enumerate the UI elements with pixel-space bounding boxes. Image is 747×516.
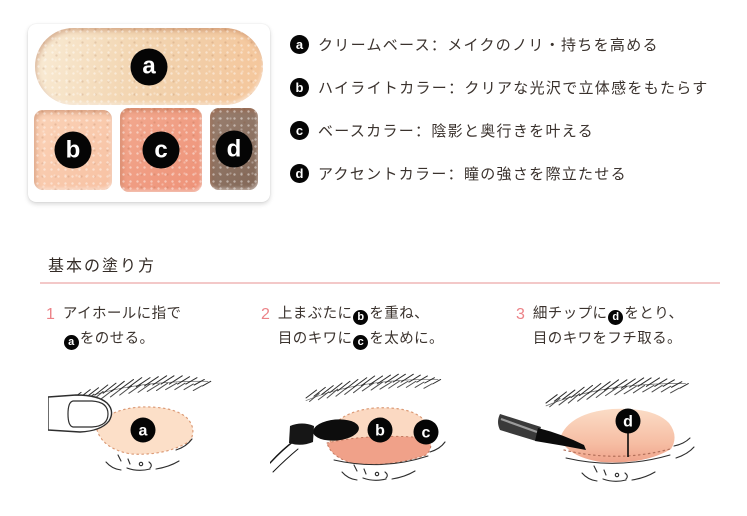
step-1-line1: アイホールに指で — [62, 306, 182, 322]
pan-b-highlight: b — [34, 110, 112, 190]
pan-a-cream-base: a — [35, 28, 263, 105]
svg-text:a: a — [139, 423, 148, 440]
step3-illustration: d — [498, 377, 695, 482]
pan-a-badge: a — [130, 48, 168, 85]
step-1-line2: をのせる。 — [79, 331, 155, 347]
step-2-line2a: 目のキワに — [277, 331, 353, 347]
legend-text-a: クリームベース：メイクのノリ・持ちを高める — [318, 36, 659, 54]
pan-c-base-color: c — [120, 108, 202, 192]
legend-row-c: c ベースカラー：陰影と奥行きを叶える — [290, 120, 594, 140]
eyeshadow-palette: a b c d — [28, 24, 270, 202]
fig1-badge-a: a — [130, 417, 156, 443]
fig2-badge-c: c — [413, 419, 439, 445]
step1-illustration: a — [48, 375, 212, 471]
step-3-line1b: をとり、 — [624, 306, 684, 322]
legend-row-b: b ハイライトカラー：クリアな光沢で立体感をもたらす — [290, 77, 709, 97]
thin-tip-icon — [498, 414, 586, 450]
legend-badge-d: d — [290, 163, 309, 183]
pan-d-badge: d — [215, 130, 253, 168]
legend-text-c: ベースカラー：陰影と奥行きを叶える — [318, 122, 594, 140]
svg-text:b: b — [375, 423, 385, 440]
step-2-line1a: 上まぶたに — [277, 306, 353, 322]
pan-d-accent: d — [210, 108, 258, 190]
legend-badge-c: c — [290, 120, 309, 140]
legend-row-d: d アクセントカラー：瞳の強さを際立たせる — [290, 163, 627, 183]
pink-divider — [40, 282, 720, 284]
legend-badge-a: a — [290, 34, 309, 54]
sponge-tip-icon — [270, 419, 359, 473]
step-3-line1a: 細チップに — [532, 306, 608, 322]
howto-heading: 基本の塗り方 — [48, 258, 157, 275]
legend-badge-b: b — [290, 77, 309, 97]
fig3-badge-d: d — [615, 408, 641, 457]
step-3-number: 3 — [516, 306, 525, 323]
step-2-number: 2 — [261, 306, 270, 323]
eyelid-wash-d — [560, 408, 675, 463]
step-2-line2b: を太めに。 — [369, 331, 444, 347]
pan-c-badge: c — [142, 131, 180, 169]
fig2-badge-b: b — [367, 417, 393, 443]
step-1-inline-badge-a: a — [63, 335, 79, 350]
step-3-line2: 目のキワをフチ取る。 — [532, 331, 682, 347]
step-2-inline-badge-b: b — [353, 310, 369, 325]
legend-row-a: a クリームベース：メイクのノリ・持ちを高める — [290, 34, 659, 54]
step-2-inline-badge-c: c — [353, 335, 369, 350]
svg-text:c: c — [422, 425, 431, 442]
step-2-line1b: を重ね、 — [369, 306, 430, 322]
svg-text:d: d — [623, 414, 633, 431]
legend-text-d: アクセントカラー：瞳の強さを際立たせる — [318, 165, 627, 183]
pan-b-badge: b — [54, 131, 92, 169]
legend-text-b: ハイライトカラー：クリアな光沢で立体感をもたらす — [318, 79, 709, 97]
step-3-inline-badge-d: d — [608, 310, 624, 325]
step2-illustration: b c — [270, 373, 446, 481]
step-1-number: 1 — [46, 306, 55, 323]
finger-icon — [48, 394, 113, 433]
